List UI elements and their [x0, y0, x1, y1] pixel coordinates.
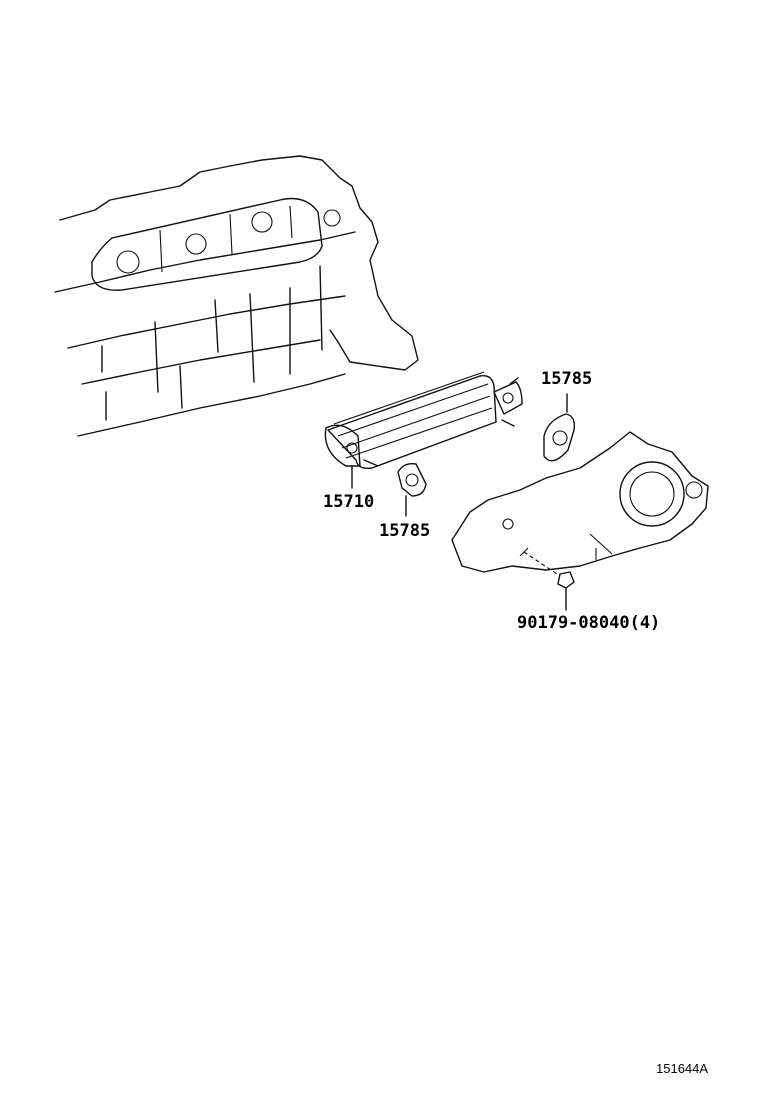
pump-housing	[451, 431, 709, 573]
callout-upper-gasket: 15785	[541, 369, 593, 389]
callout-oil-cooler: 15710	[323, 492, 375, 512]
illustration-code: 151644A	[656, 1061, 709, 1076]
callout-nut: 90179-08040(4)	[517, 613, 661, 633]
upper-gasket	[543, 393, 576, 462]
nut	[523, 551, 575, 611]
callout-lower-gasket: 15785	[379, 521, 431, 541]
oil-cooler	[324, 371, 523, 470]
lower-gasket	[397, 462, 427, 517]
engine-block	[54, 155, 419, 437]
